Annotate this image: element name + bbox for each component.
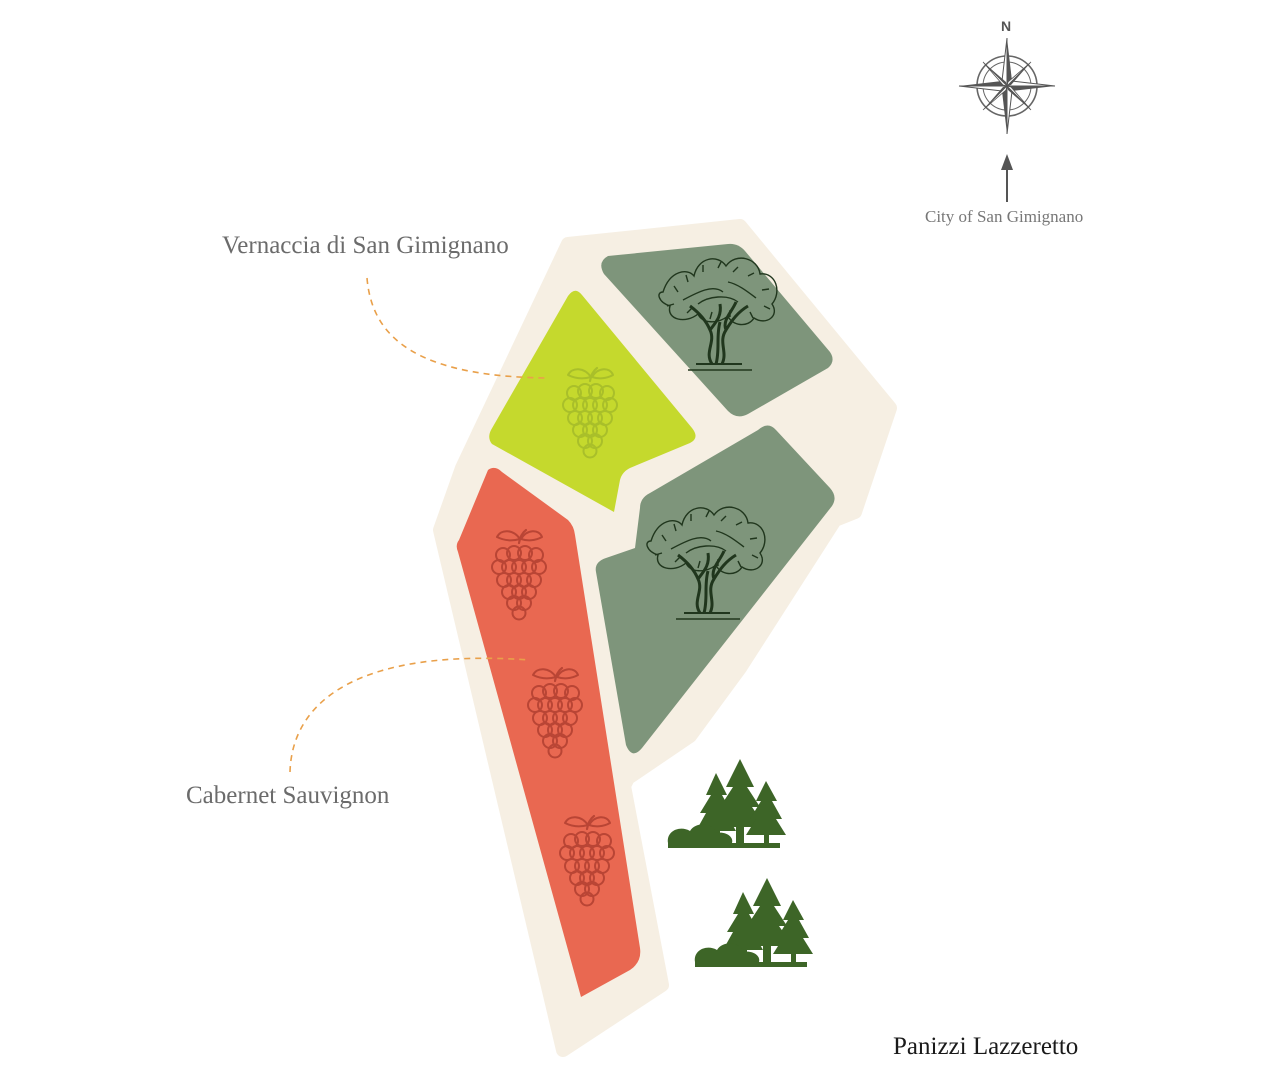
olive-grove-south[interactable] bbox=[595, 425, 835, 754]
cabernet-leader-line bbox=[289, 657, 531, 773]
pine-trees-icon bbox=[667, 759, 786, 848]
city-direction-label: City of San Gimignano bbox=[925, 207, 1084, 226]
olive-grove-north[interactable] bbox=[601, 243, 833, 417]
compass-north-label: N bbox=[1001, 18, 1012, 34]
estate-name: Panizzi Lazzeretto bbox=[893, 1033, 1079, 1060]
vernaccia-label: Vernaccia di San Gimignano bbox=[222, 232, 509, 259]
pine-trees-icon bbox=[694, 878, 813, 967]
arrow-up-icon bbox=[1001, 154, 1013, 202]
compass-rose-icon bbox=[958, 37, 1056, 135]
cabernet-label: Cabernet Sauvignon bbox=[186, 782, 390, 809]
vernaccia-vineyard[interactable] bbox=[489, 290, 696, 512]
vernaccia-leader-line bbox=[366, 277, 546, 379]
